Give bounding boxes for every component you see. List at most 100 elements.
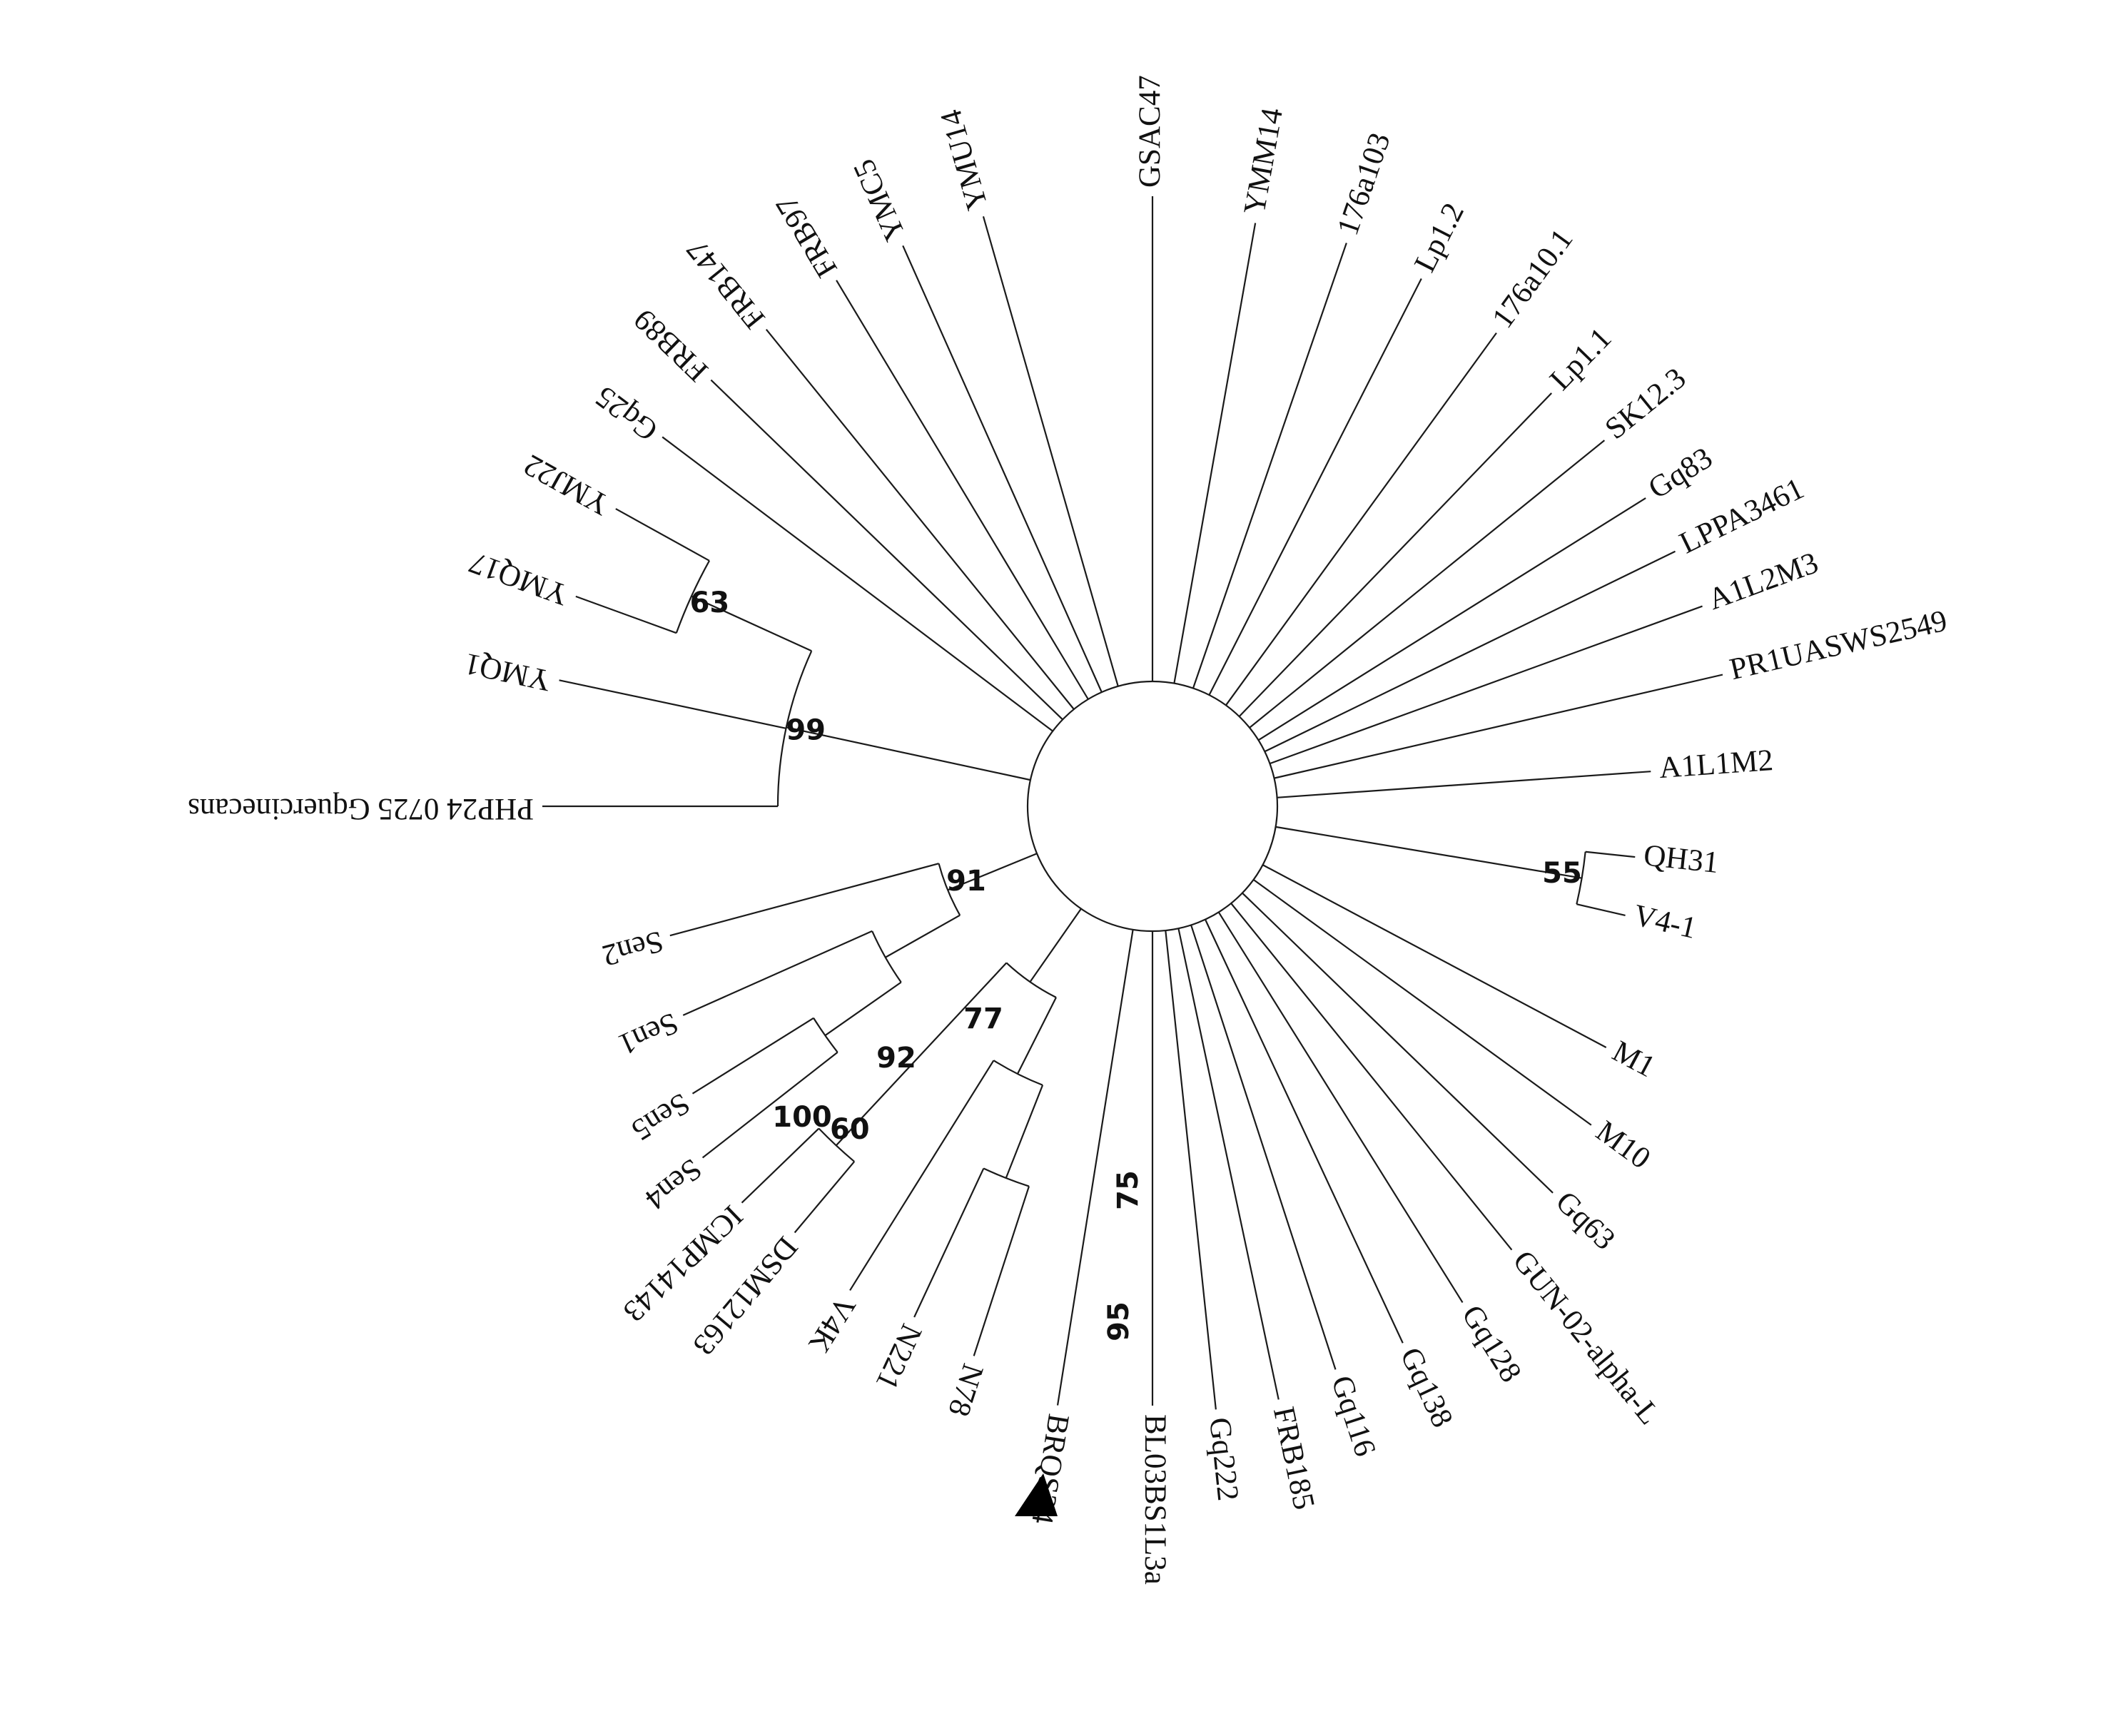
branch-YMM14 bbox=[1173, 223, 1257, 684]
taxon-label: Sen2 bbox=[599, 924, 667, 973]
bootstrap-c_ymq: 63 bbox=[690, 587, 730, 619]
branch-YMJ22 bbox=[615, 508, 710, 562]
branch-YMU14 bbox=[982, 216, 1119, 687]
taxon-label: Lp1.2 bbox=[1408, 198, 1471, 278]
brqs24-triangle-marker bbox=[1015, 1473, 1058, 1516]
taxon-label: YMM14 bbox=[1237, 106, 1289, 217]
branch-Sen4 bbox=[701, 1051, 838, 1159]
branch-YMQ17 bbox=[575, 595, 677, 634]
branch-c_nv bbox=[1016, 997, 1057, 1075]
branch-BRQS24 bbox=[1056, 929, 1134, 1406]
taxon-label: GUN-02-alpha-L bbox=[1506, 1244, 1666, 1431]
taxon-label: Gq128 bbox=[1455, 1299, 1528, 1388]
branch-Sen1 bbox=[682, 930, 873, 1016]
branch-Gq222 bbox=[1165, 930, 1217, 1410]
taxon-label: FRB97 bbox=[770, 190, 844, 283]
taxon-label: Sen1 bbox=[614, 1006, 684, 1062]
branch-V4-1 bbox=[1576, 903, 1626, 917]
taxon-label: SK12.3 bbox=[1599, 362, 1693, 446]
taxon-label: QH31 bbox=[1642, 838, 1720, 880]
branch-A1L1M2 bbox=[1277, 771, 1651, 798]
connector-c_ymq bbox=[675, 560, 710, 634]
branch-QH31 bbox=[1585, 851, 1636, 858]
branch-Sen2 bbox=[669, 863, 939, 937]
branch-SK12.3 bbox=[1249, 440, 1606, 729]
taxon-label: PR1UASWS2549 bbox=[1727, 604, 1950, 687]
branch-YMC5 bbox=[902, 245, 1103, 693]
branch-c_qh_v4 bbox=[1275, 826, 1582, 879]
taxon-label: A1L1M2 bbox=[1658, 743, 1774, 785]
connector-c_sen bbox=[938, 863, 961, 916]
bootstrap-c_ymq_big: 99 bbox=[786, 714, 826, 746]
branch-c_outer bbox=[1029, 908, 1082, 983]
connector-c_outer bbox=[1005, 962, 1057, 998]
taxon-label: N78 bbox=[941, 1360, 990, 1421]
taxon-label: N221 bbox=[869, 1319, 928, 1394]
branch-c_n bbox=[1005, 1085, 1044, 1179]
taxon-label: FRB185 bbox=[1267, 1404, 1321, 1513]
branch-FRB147 bbox=[765, 328, 1075, 710]
branch-YMQ1 bbox=[559, 679, 786, 729]
taxon-label: Gq116 bbox=[1324, 1371, 1382, 1460]
taxon-label: Gq138 bbox=[1394, 1343, 1459, 1433]
taxon-label: BL03BS1L3a bbox=[1138, 1414, 1172, 1585]
taxon-label: Gq25 bbox=[589, 380, 664, 447]
branch-Gq128 bbox=[1217, 911, 1464, 1303]
branch-A1L2M3 bbox=[1270, 605, 1703, 765]
branch-c_sen145 bbox=[885, 914, 961, 958]
branch-Gq116 bbox=[1190, 925, 1337, 1370]
tree-branches bbox=[542, 196, 1723, 1410]
branch-FRB185 bbox=[1177, 928, 1280, 1400]
taxon-label: YMC5 bbox=[847, 154, 913, 245]
branch-Gq83 bbox=[1257, 497, 1646, 741]
branch-c_ymq bbox=[691, 595, 812, 652]
taxon-label: GSAC47 bbox=[1133, 75, 1167, 188]
branch-FRB89 bbox=[710, 379, 1063, 721]
taxon-label: YMQ1 bbox=[462, 646, 554, 697]
taxon-label: LPPA3461 bbox=[1674, 472, 1809, 560]
taxon-label: V4K bbox=[802, 1290, 862, 1359]
taxon-label: PHP24 0725 Gquercinecans bbox=[188, 792, 534, 826]
taxon-label: YMJ22 bbox=[518, 447, 615, 522]
bootstrap-s75: 75 bbox=[1112, 1170, 1145, 1210]
taxon-label: A1L2M3 bbox=[1704, 546, 1823, 616]
branch-Sen5 bbox=[691, 1017, 814, 1095]
bootstrap-s77: 77 bbox=[963, 1002, 1003, 1035]
taxon-label: Gq83 bbox=[1643, 441, 1718, 505]
branch-V4K bbox=[849, 1060, 995, 1291]
bootstrap-c_qh_v4: 55 bbox=[1542, 857, 1582, 890]
taxon-label: YMU14 bbox=[934, 106, 995, 214]
branch-c_sen bbox=[947, 853, 1038, 891]
branch-ICMP14143 bbox=[741, 1127, 820, 1204]
branch-N221 bbox=[913, 1168, 985, 1318]
tree-center-circle bbox=[1026, 680, 1279, 933]
bootstrap-s92: 92 bbox=[876, 1042, 916, 1075]
branch-FRB97 bbox=[836, 280, 1089, 700]
taxon-label: Sen5 bbox=[626, 1086, 696, 1147]
taxon-label: Gq222 bbox=[1202, 1416, 1245, 1502]
taxon-label: M1 bbox=[1607, 1035, 1661, 1085]
branch-M10 bbox=[1252, 878, 1592, 1126]
taxon-label: 176a103 bbox=[1331, 128, 1397, 239]
taxon-label: Gq63 bbox=[1549, 1185, 1621, 1257]
taxon-label: Sen4 bbox=[639, 1152, 708, 1216]
bootstrap-c_icmp: 60 bbox=[830, 1113, 870, 1146]
branch-c_icmp bbox=[835, 962, 1008, 1147]
branch-Lp1.2 bbox=[1208, 278, 1422, 696]
taxon-label: FRB89 bbox=[627, 303, 714, 388]
branch-Gq63 bbox=[1242, 892, 1554, 1194]
branch-M1 bbox=[1262, 864, 1607, 1048]
branch-176a103 bbox=[1192, 243, 1347, 689]
branch-Gq25 bbox=[662, 436, 1053, 732]
branch-PR1UASWS2549 bbox=[1274, 674, 1723, 779]
taxon-label: M10 bbox=[1590, 1115, 1656, 1176]
branch-GUN-02-alpha-L bbox=[1230, 903, 1513, 1251]
branch-c_ymq_big bbox=[786, 726, 1031, 781]
taxon-label: V4-1 bbox=[1631, 898, 1700, 945]
taxon-label: Lp1.1 bbox=[1544, 321, 1618, 397]
bootstrap-s95: 95 bbox=[1103, 1301, 1135, 1341]
taxon-label: YMQ17 bbox=[465, 545, 573, 611]
taxon-label: 176a10.1 bbox=[1486, 223, 1579, 334]
